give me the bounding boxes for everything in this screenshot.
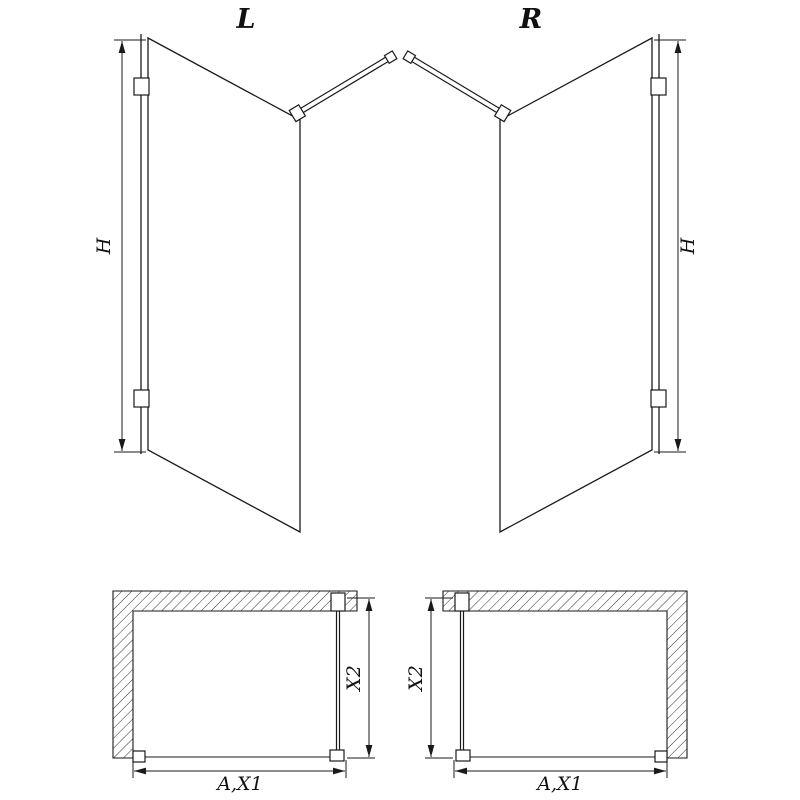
- support-bar-glass-clamp: [493, 103, 512, 123]
- glass-panel: [499, 36, 653, 534]
- dimension-label-A-X1: A,X1: [535, 773, 582, 795]
- dimension-label-H: H: [677, 237, 699, 255]
- dimension-H-right: H: [654, 39, 699, 453]
- dimension-X2-left: X2: [343, 597, 375, 759]
- plan-view-right: A,X1 X2: [405, 590, 688, 795]
- support-bar-end-cap: [402, 50, 417, 65]
- view-label-R: R: [519, 4, 542, 35]
- plan-view-left: A,X1 X2: [112, 590, 375, 795]
- dimension-X2-right: X2: [405, 597, 453, 759]
- support-bar-end-cap: [383, 50, 398, 65]
- wall-bracket-top: [650, 77, 667, 96]
- panel-foot-bracket: [455, 749, 471, 762]
- wall-bracket-top: [133, 77, 150, 96]
- dimension-label-X2: X2: [343, 665, 365, 693]
- support-bar-glass-clamp: [288, 103, 307, 123]
- dimension-label-X2: X2: [405, 665, 427, 693]
- glass-panel: [147, 36, 301, 534]
- dimension-label-A-X1: A,X1: [215, 773, 262, 795]
- dimension-A-X1-right: A,X1: [453, 760, 668, 795]
- wall-bracket-plan: [330, 592, 346, 612]
- perspective-view-right: R H: [402, 4, 699, 534]
- edge-bracket-left: [132, 750, 146, 763]
- glass-panel-plan: [459, 610, 465, 758]
- wall-bracket-bottom: [650, 389, 667, 408]
- view-label-L: L: [236, 4, 256, 35]
- dimension-H-left: H: [93, 39, 146, 453]
- dimension-label-H: H: [93, 237, 115, 255]
- wall-bracket-bottom: [133, 389, 150, 408]
- wall-bracket-plan: [454, 592, 470, 612]
- support-bar: [288, 50, 398, 123]
- edge-bracket-right: [654, 750, 668, 763]
- glass-panel-plan: [335, 610, 341, 758]
- panel-foot-bracket: [329, 749, 345, 762]
- perspective-view-left: L H: [93, 4, 398, 534]
- support-bar: [402, 50, 512, 123]
- dimension-A-X1-left: A,X1: [132, 760, 347, 795]
